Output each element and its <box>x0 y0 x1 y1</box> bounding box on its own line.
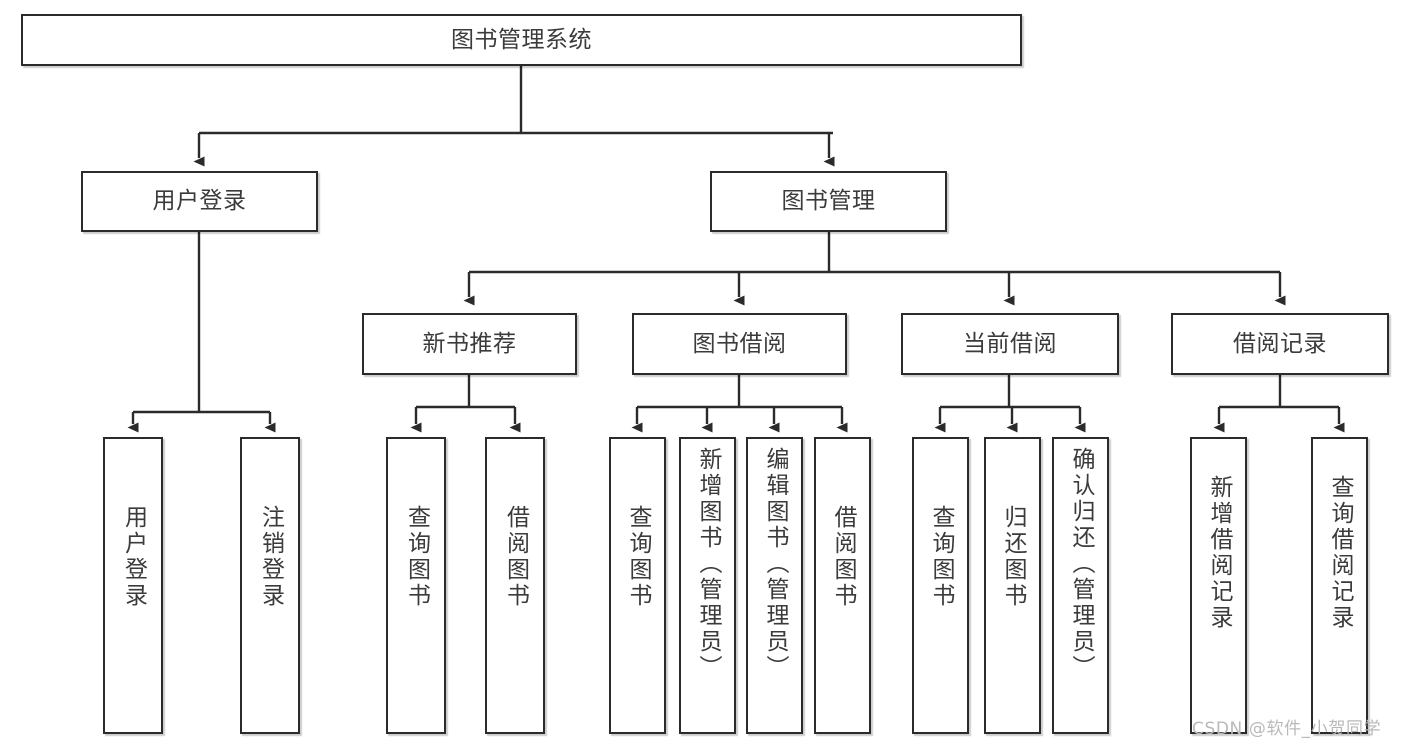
leaf-borrow-book-2-label: 借阅图书 <box>830 505 856 609</box>
leaf-add-record[interactable]: 新增借阅记录 <box>1190 437 1247 734</box>
leaf-query-record[interactable]: 查询借阅记录 <box>1311 437 1368 734</box>
leaf-query-book-1-label: 查询图书 <box>403 505 430 609</box>
leaf-edit-book-label: 编辑图书（管理员） <box>762 447 788 681</box>
leaf-query-record-label: 查询借阅记录 <box>1327 475 1353 631</box>
leaf-query-book-3-label: 查询图书 <box>928 505 954 609</box>
node-borrow-record-label: 借阅记录 <box>1233 330 1327 357</box>
connector-group-new-book-recommend <box>410 375 521 433</box>
leaf-add-book-label: 新增图书（管理员） <box>695 447 721 681</box>
leaf-user-login[interactable]: 用户登录 <box>103 437 163 734</box>
node-current-borrow-label: 当前借阅 <box>963 330 1057 357</box>
leaf-edit-book[interactable]: 编辑图书（管理员） <box>746 437 803 734</box>
node-new-book-recommend[interactable]: 新书推荐 <box>362 313 577 375</box>
node-book-manage-label: 图书管理 <box>781 188 876 215</box>
csdn-watermark: CSDN @软件_小贺同学 <box>1192 719 1382 739</box>
leaf-logout[interactable]: 注销登录 <box>240 437 300 734</box>
node-root[interactable]: 图书管理系统 <box>21 14 1022 66</box>
leaf-query-book-2[interactable]: 查询图书 <box>609 437 666 734</box>
node-user-login-label: 用户登录 <box>152 188 247 215</box>
node-current-borrow[interactable]: 当前借阅 <box>901 313 1119 375</box>
connector-group-user-login <box>127 232 276 433</box>
leaf-add-record-label: 新增借阅记录 <box>1206 475 1232 631</box>
leaf-return-book-label: 归还图书 <box>1000 505 1026 609</box>
leaf-confirm-return-label: 确认归还（管理员） <box>1068 447 1094 681</box>
connector-group-root <box>193 66 835 167</box>
node-user-login[interactable]: 用户登录 <box>81 171 318 232</box>
leaf-borrow-book-2[interactable]: 借阅图书 <box>814 437 871 734</box>
leaf-confirm-return[interactable]: 确认归还（管理员） <box>1052 437 1109 734</box>
node-book-borrow-label: 图书借阅 <box>692 330 787 357</box>
leaf-borrow-book-1[interactable]: 借阅图书 <box>485 437 545 734</box>
connector-group-book-manage <box>463 232 1286 306</box>
connector-group-borrow-record <box>1213 375 1345 433</box>
node-root-label: 图书管理系统 <box>451 26 592 53</box>
leaf-query-book-1[interactable]: 查询图书 <box>386 437 446 734</box>
node-borrow-record[interactable]: 借阅记录 <box>1171 313 1389 375</box>
connector-group-current-borrow <box>934 375 1086 433</box>
leaf-query-book-2-label: 查询图书 <box>625 505 651 609</box>
connector-group-book-borrow <box>631 375 848 433</box>
leaf-add-book[interactable]: 新增图书（管理员） <box>679 437 736 734</box>
node-book-manage[interactable]: 图书管理 <box>710 171 947 232</box>
leaf-logout-label: 注销登录 <box>257 505 284 609</box>
leaf-query-book-3[interactable]: 查询图书 <box>912 437 969 734</box>
leaf-borrow-book-1-label: 借阅图书 <box>502 505 529 609</box>
node-book-borrow[interactable]: 图书借阅 <box>632 313 847 375</box>
node-new-book-recommend-label: 新书推荐 <box>422 330 517 357</box>
leaf-user-login-label: 用户登录 <box>120 505 147 609</box>
leaf-return-book[interactable]: 归还图书 <box>984 437 1041 734</box>
